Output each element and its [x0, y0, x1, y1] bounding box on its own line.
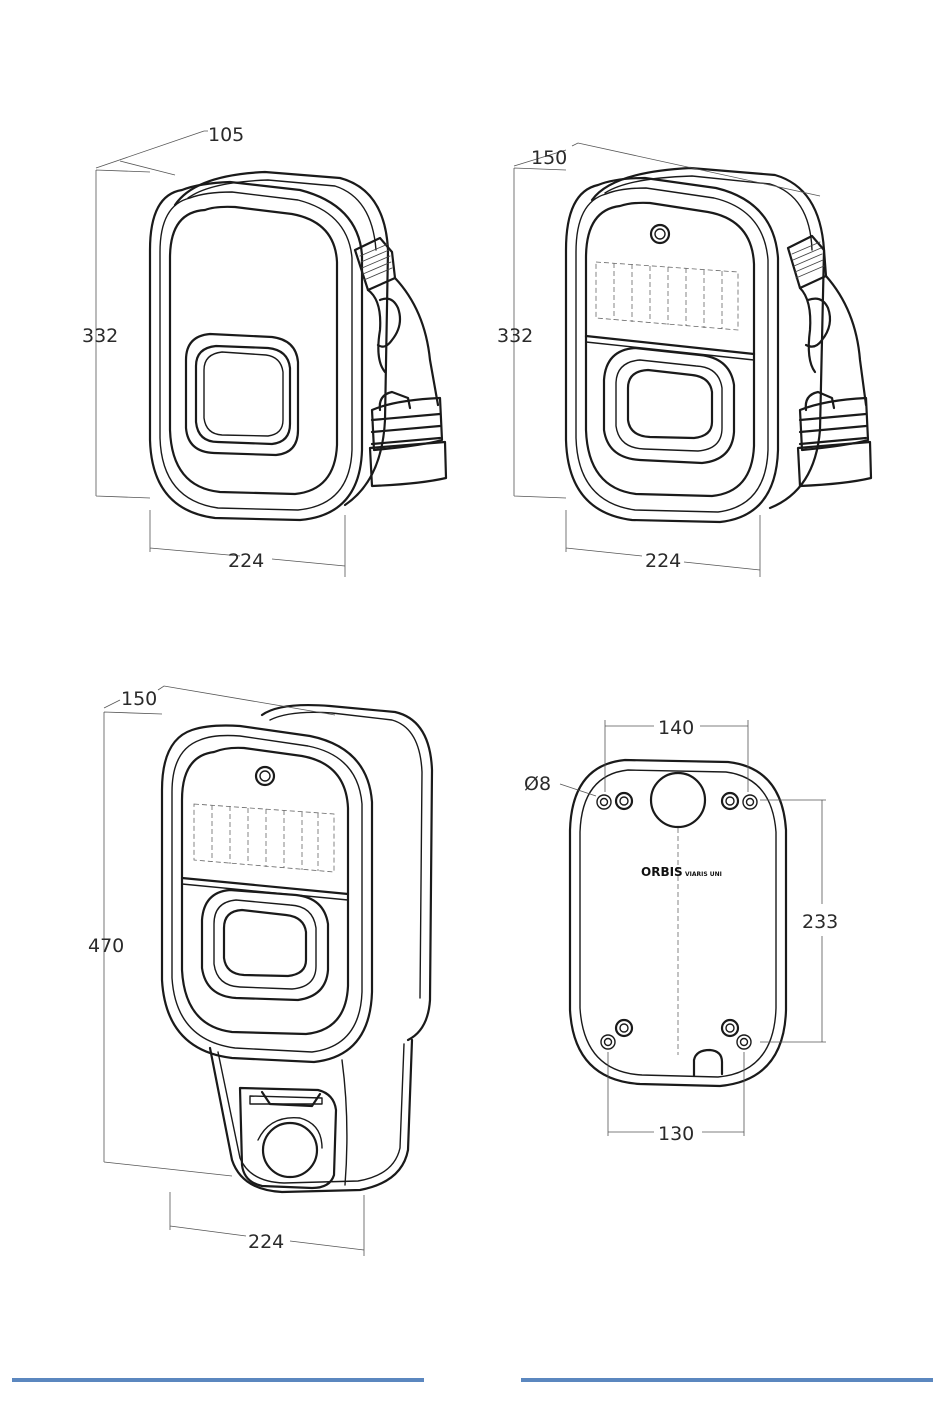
viaris-uni-logo: VIARIS UNI: [685, 871, 722, 878]
footer-bar-right: [521, 1378, 933, 1382]
orbis-logo: ORBIS: [641, 865, 683, 879]
dim-width-label: 224: [248, 1231, 284, 1253]
view-front-cable: 332 224 105: [82, 124, 446, 577]
dim-depth-label: 105: [208, 124, 244, 146]
dim-vertical-spacing-label: 233: [802, 911, 838, 933]
dim-depth-label: 150: [531, 147, 567, 169]
dim-height-label: 332: [497, 325, 533, 347]
footer-bar-left: [12, 1378, 424, 1382]
dim-height-label: 470: [88, 935, 124, 957]
dim-width-label: 224: [645, 550, 681, 572]
dim-hole-diameter-label: Ø8: [524, 773, 551, 795]
mounting-holes: [597, 793, 757, 1049]
dim-depth-label: 150: [121, 688, 157, 710]
dim-bottom-spacing-label: 130: [658, 1123, 694, 1145]
view-back-mounting: ORBIS VIARIS UNI 140 Ø8 233 130: [524, 717, 838, 1145]
dim-width-label: 224: [228, 550, 264, 572]
view-front-display-socket: 470 224 150: [88, 686, 432, 1256]
dim-height-label: 332: [82, 325, 118, 347]
view-front-display-cable: 332 224 150: [497, 143, 871, 577]
dim-top-spacing-label: 140: [658, 717, 694, 739]
